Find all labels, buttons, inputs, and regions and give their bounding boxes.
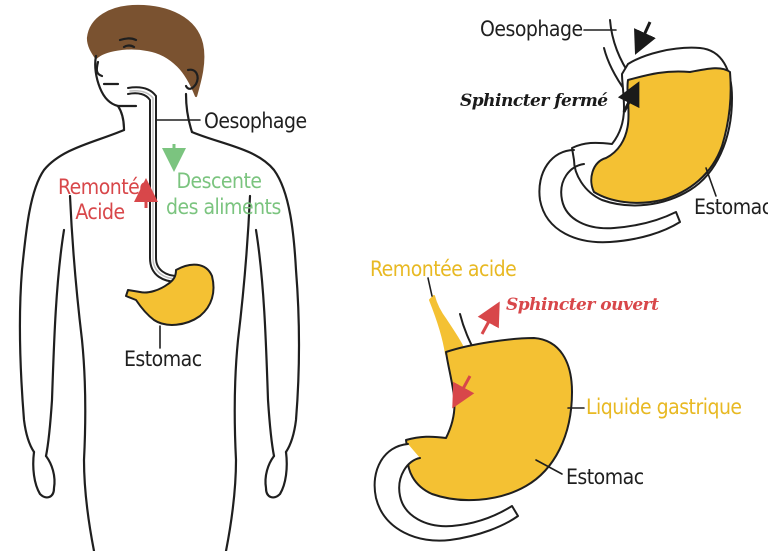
closed-duodenum-loop bbox=[538, 149, 681, 244]
left-inner-arm bbox=[44, 228, 66, 458]
top-stomach-label: Estomac bbox=[694, 195, 768, 219]
acid-ascent-label: Remontée acide bbox=[370, 257, 517, 281]
closed-sphincter-stomach bbox=[538, 19, 733, 244]
left-oesophagus-label: Oesophage bbox=[204, 109, 307, 133]
right-torso-side bbox=[224, 194, 252, 551]
left-stomach-label: Estomac bbox=[124, 347, 202, 371]
open-duodenum-loop bbox=[373, 443, 519, 542]
open-sphincter-arrow-up bbox=[477, 301, 500, 335]
left-descent-label-line2: des aliments bbox=[166, 195, 281, 219]
right-hand bbox=[264, 450, 288, 499]
neck-front bbox=[116, 104, 126, 132]
eyebrow bbox=[118, 37, 138, 42]
open-sphincter-arrow-down bbox=[452, 375, 475, 409]
left-hand bbox=[32, 450, 56, 499]
eye bbox=[122, 44, 136, 49]
left-ascent-label-line1: Remontée bbox=[58, 175, 151, 199]
right-inner-arm bbox=[254, 228, 276, 458]
left-shoulder-arm bbox=[18, 128, 126, 454]
closed-sphincter-arrow-bottom bbox=[617, 81, 640, 113]
open-sphincter-label: Sphincter ouvert bbox=[506, 295, 659, 315]
closed-stomach-contents bbox=[590, 67, 732, 204]
left-descent-label-line1: Descente bbox=[176, 169, 262, 193]
human-figure bbox=[18, 4, 301, 551]
neck-back bbox=[184, 92, 194, 134]
left-stomach bbox=[125, 263, 215, 326]
ear-outline bbox=[184, 68, 199, 90]
open-sphincter-stomach bbox=[373, 277, 585, 542]
nose bbox=[95, 60, 104, 78]
closed-sphincter-label: Sphincter fermé bbox=[460, 91, 608, 111]
left-torso-side bbox=[68, 194, 96, 551]
top-oesophagus-label: Oesophage bbox=[480, 17, 583, 41]
right-shoulder-arm bbox=[190, 130, 301, 454]
hair-icon bbox=[86, 4, 205, 98]
closed-sphincter-arrow-top bbox=[634, 21, 656, 55]
open-stomach-body bbox=[405, 337, 573, 502]
head-outline bbox=[94, 54, 138, 108]
acid-plume bbox=[429, 295, 467, 355]
oesophagus-tube-outer bbox=[127, 86, 197, 277]
bottom-stomach-label: Estomac bbox=[566, 465, 644, 489]
gastric-liquid-label: Liquide gastrique bbox=[586, 395, 742, 419]
left-ascent-label-line2: Acide bbox=[75, 200, 125, 224]
